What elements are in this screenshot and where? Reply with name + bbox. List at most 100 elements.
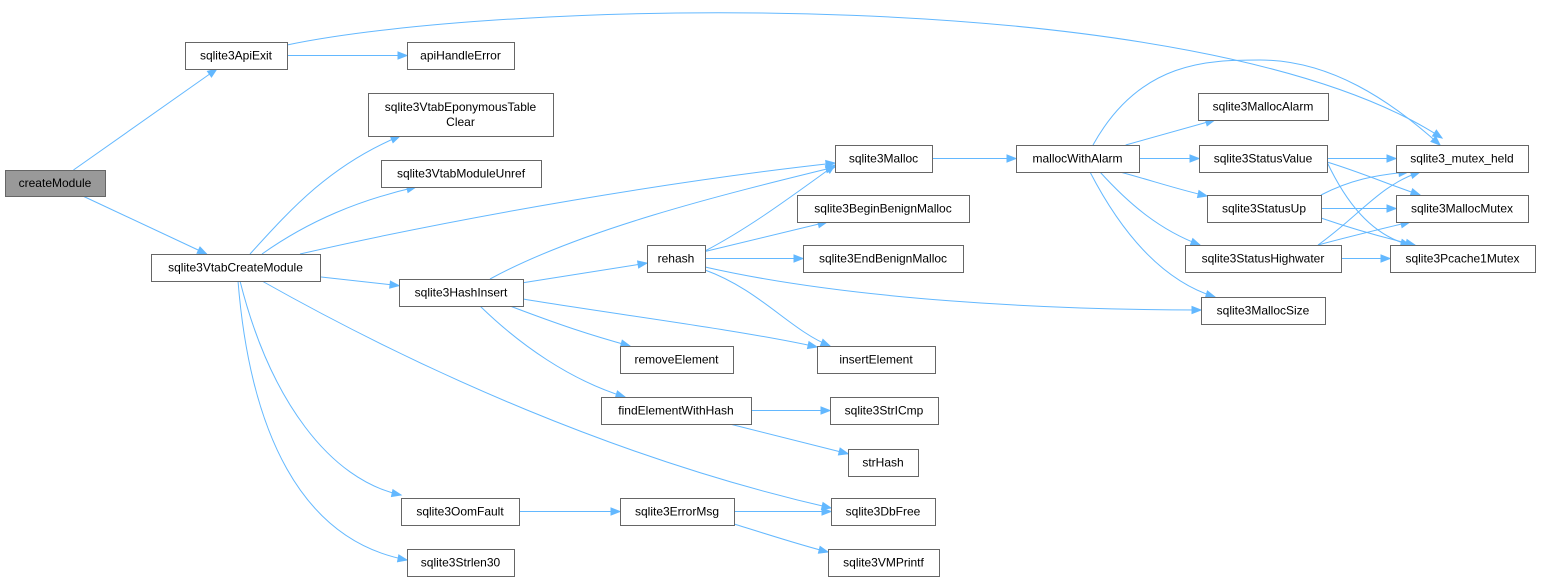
node-layer: createModule sqlite3ApiExit apiHandleError… [5, 42, 1536, 577]
node-box [1185, 245, 1342, 273]
node-sqlite3BeginBenignMalloc[interactable]: sqlite3BeginBenignMalloc [797, 195, 970, 223]
edge-sqlite3ApiExit-to-apiHandleError [287, 51, 409, 60]
edge-sqlite3HashInsert-to-rehash [522, 260, 649, 284]
node-label: createModule [19, 176, 92, 190]
edge-mallocWithAlarm-to-sqlite3MallocSize [1089, 171, 1217, 299]
edge-sqlite3StatusHighwater-to-sqlite3Pcache1Mutex [1341, 254, 1392, 263]
edge-rehash-to-sqlite3MallocSize [704, 266, 1203, 315]
node-insertElement[interactable]: insertElement [817, 346, 936, 374]
edge-sqlite3HashInsert-to-removeElement [509, 305, 632, 348]
node-box [1201, 297, 1326, 325]
node-sqlite3MallocMutex[interactable]: sqlite3MallocMutex [1396, 195, 1529, 223]
node-box [1207, 195, 1322, 223]
node-sqlite3StatusValue[interactable]: sqlite3StatusValue [1199, 145, 1328, 173]
edge-sqlite3VtabCreateModule-to-sqlite3HashInsert [319, 276, 401, 289]
node-sqlite3ApiExit[interactable]: sqlite3ApiExit [185, 42, 288, 70]
node-label: sqlite3StatusValue [1214, 152, 1313, 166]
node-label: sqlite3StatusUp [1222, 202, 1306, 216]
node-box [1396, 145, 1529, 173]
node-removeElement[interactable]: removeElement [620, 346, 734, 374]
node-box [620, 346, 734, 374]
node-apiHandleError[interactable]: apiHandleError [407, 42, 515, 70]
node-box [368, 93, 554, 137]
node-box [401, 498, 520, 526]
node-sqlite3Malloc[interactable]: sqlite3Malloc [835, 145, 933, 173]
edge-mallocWithAlarm-to-sqlite3MallocAlarm [1125, 118, 1217, 146]
edge-sqlite3StatusValue-to-sqlite3_mutex_held [1327, 154, 1398, 163]
node-sqlite3StrICmp[interactable]: sqlite3StrICmp [830, 397, 939, 425]
node-box [601, 397, 752, 425]
edge-sqlite3Malloc-to-mallocWithAlarm [932, 154, 1018, 163]
edge-rehash-to-sqlite3EndBenignMalloc [705, 254, 805, 263]
node-label: sqlite3EndBenignMalloc [819, 252, 947, 266]
edge-sqlite3ApiExit-to-sqlite3_mutex_held [286, 12, 1444, 139]
node-box [830, 397, 939, 425]
node-box [803, 245, 964, 273]
edge-createModule-to-sqlite3ApiExit [73, 68, 218, 171]
node-label: sqlite3HashInsert [415, 286, 508, 300]
edge-mallocWithAlarm-to-sqlite3_mutex_held [1092, 59, 1442, 146]
node-box [1199, 145, 1328, 173]
edge-mallocWithAlarm-to-sqlite3StatusHighwater [1099, 171, 1202, 246]
node-label: sqlite3BeginBenignMalloc [814, 202, 951, 216]
node-label: sqlite3_mutex_held [1410, 152, 1513, 166]
node-box [1390, 245, 1536, 273]
node-label: strHash [862, 456, 903, 470]
node-sqlite3VMPrintf[interactable]: sqlite3VMPrintf [828, 549, 940, 577]
edge-sqlite3VtabCreateModule-to-sqlite3OomFault [239, 280, 403, 498]
node-label: sqlite3Pcache1Mutex [1405, 252, 1519, 266]
node-sqlite3MallocSize[interactable]: sqlite3MallocSize [1201, 297, 1326, 325]
node-box [797, 195, 970, 223]
node-sqlite3ErrorMsg[interactable]: sqlite3ErrorMsg [620, 498, 735, 526]
node-label: sqlite3OomFault [416, 505, 504, 519]
node-label: sqlite3ApiExit [200, 49, 273, 63]
node-sqlite3DbFree[interactable]: sqlite3DbFree [831, 498, 936, 526]
node-rehash[interactable]: rehash [647, 245, 706, 273]
node-box [817, 346, 936, 374]
node-strHash[interactable]: strHash [848, 449, 919, 477]
node-findElementWithHash[interactable]: findElementWithHash [601, 397, 752, 425]
edge-sqlite3HashInsert-to-findElementWithHash [479, 305, 627, 399]
node-sqlite3StatusHighwater[interactable]: sqlite3StatusHighwater [1185, 245, 1342, 273]
node-sqlite3VtabCreateModule[interactable]: sqlite3VtabCreateModule [151, 254, 321, 282]
node-label: sqlite3VtabCreateModule [168, 261, 303, 275]
node-box [399, 279, 524, 307]
edge-rehash-to-insertElement [704, 269, 832, 347]
node-label: mallocWithAlarm [1032, 152, 1122, 166]
node-sqlite3OomFault[interactable]: sqlite3OomFault [401, 498, 520, 526]
node-box [407, 549, 515, 577]
node-label: sqlite3StrICmp [845, 404, 924, 418]
node-label: sqlite3DbFree [846, 505, 921, 519]
node-box [381, 160, 542, 188]
node-sqlite3Strlen30[interactable]: sqlite3Strlen30 [407, 549, 515, 577]
node-box [831, 498, 936, 526]
node-mallocWithAlarm[interactable]: mallocWithAlarm [1016, 145, 1140, 173]
node-sqlite3VtabModuleUnref[interactable]: sqlite3VtabModuleUnref [381, 160, 542, 188]
node-box [835, 145, 933, 173]
node-box [1396, 195, 1529, 223]
node-sqlite3Pcache1Mutex[interactable]: sqlite3Pcache1Mutex [1390, 245, 1536, 273]
edge-sqlite3StatusUp-to-sqlite3_mutex_held [1320, 168, 1410, 196]
node-label: sqlite3ErrorMsg [635, 505, 719, 519]
node-box [151, 254, 321, 282]
node-createModule[interactable]: createModule [5, 170, 106, 197]
edge-rehash-to-sqlite3Malloc [704, 164, 837, 252]
node-label: apiHandleError [420, 49, 501, 63]
edge-mallocWithAlarm-to-sqlite3StatusUp [1119, 171, 1209, 199]
node-sqlite3MallocAlarm[interactable]: sqlite3MallocAlarm [1198, 93, 1329, 121]
node-sqlite3_mutex_held[interactable]: sqlite3_mutex_held [1396, 145, 1529, 173]
node-label: insertElement [839, 353, 913, 367]
node-sqlite3HashInsert[interactable]: sqlite3HashInsert [399, 279, 524, 307]
edge-findElementWithHash-to-sqlite3StrICmp [751, 406, 832, 415]
node-label: sqlite3Malloc [849, 152, 918, 166]
node-sqlite3EndBenignMalloc[interactable]: sqlite3EndBenignMalloc [803, 245, 964, 273]
node-label: sqlite3VtabEponymousTable [385, 100, 537, 114]
node-sqlite3StatusUp[interactable]: sqlite3StatusUp [1207, 195, 1322, 223]
edge-sqlite3OomFault-to-sqlite3ErrorMsg [519, 507, 622, 516]
edge-sqlite3VtabCreateModule-to-sqlite3VtabEponymousTableClear [249, 135, 402, 255]
node-label: Clear [446, 115, 475, 129]
node-box [620, 498, 735, 526]
edge-findElementWithHash-to-strHash [729, 423, 850, 456]
